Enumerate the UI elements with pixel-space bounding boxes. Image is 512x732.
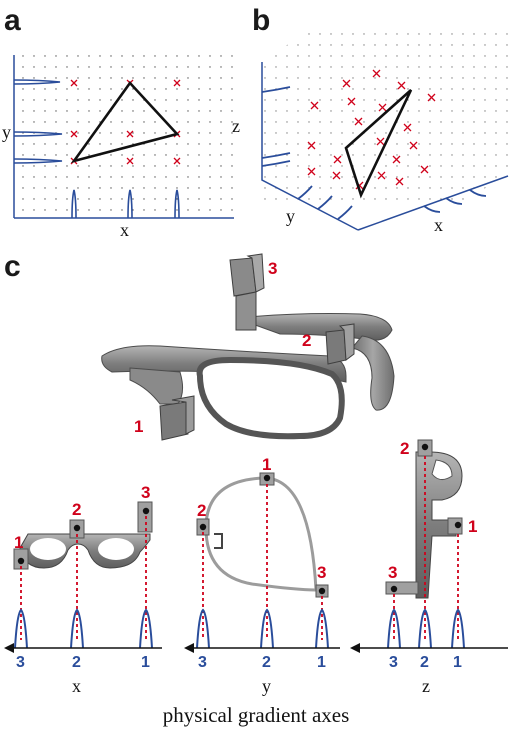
front-dot-1 [17,557,25,565]
proj-z-marker-label: 1 [468,517,477,536]
panel-b-x-axis [357,175,509,231]
proj-z-tick: 3 [389,654,398,671]
panel-a-x-peak [174,189,180,219]
proj-z-dashed-lines [393,456,459,640]
panel-letter-b: b [252,4,270,37]
projection-z: 2 1 3 3 2 1 z [350,439,508,696]
projection-x: 1 2 3 3 2 1 x [4,483,162,696]
panel-a-x-peak [71,189,77,219]
side-dot-3 [390,585,398,593]
proj-x-dashed-lines [20,516,147,640]
top-dot-3 [318,587,326,595]
top-dot-1 [263,474,271,482]
panel-b-z-peak [261,86,291,93]
panel-a-plot: x y [2,55,234,240]
proj-y-axis-arrow [184,643,194,653]
panel-b-xlabel: x [434,215,443,235]
proj-x-marker-label: 3 [141,483,150,502]
panel-a-y-peak [13,131,63,137]
panel-a-grid [14,55,234,218]
top-view-frame-lower [204,527,317,592]
panel-letter-a: a [4,4,21,37]
glasses-3d-marker-2-label: 2 [302,331,311,350]
top-dot-2 [199,523,207,531]
panel-b-triangle [344,89,413,199]
proj-z-axis-label: z [422,676,430,696]
panel-b-grid [262,28,508,206]
panel-b-z-peak [261,160,291,167]
panel-b-axes [261,62,359,231]
panel-b-ylabel: y [286,206,295,226]
front-dot-2 [73,524,81,532]
proj-y-dashed-lines [202,484,323,640]
panel-a-triangle [70,80,180,164]
proj-z-tick: 1 [453,654,462,671]
proj-x-marker-label: 1 [14,533,23,552]
glasses-marker-3-post [229,253,265,331]
side-dot-2 [421,443,429,451]
panel-letter-c: c [4,250,21,283]
panel-a-ylabel: y [2,122,11,142]
proj-z-marker-label: 3 [388,563,397,582]
proj-z-axis-arrow [350,643,360,653]
proj-x-tick: 2 [72,654,81,671]
panel-b-y-peak [297,185,313,200]
proj-z-marker-label: 2 [400,439,409,458]
proj-x-tick: 1 [141,654,150,671]
glasses-3d-marker-3-label: 3 [268,259,277,278]
proj-y-marker-label: 3 [317,563,326,582]
proj-z-peaks [387,608,465,649]
glasses-marker-2-block [325,323,355,365]
top-view-bridge [214,533,223,549]
side-view-foot [385,581,419,595]
panel-b-crosses [307,69,436,190]
front-dot-3 [142,507,150,515]
proj-y-tick: 2 [262,654,271,671]
figure-caption: physical gradient axes [163,703,350,727]
glasses-temple-arm [235,313,393,341]
front-view-lens-right [98,538,134,560]
glasses-3d-marker-1-label: 1 [134,417,143,436]
proj-x-tick: 3 [16,654,25,671]
proj-y-marker-label: 2 [197,501,206,520]
front-marker-3 [137,501,153,533]
panel-a-y-peak [13,79,61,85]
panel-b-x-peak [469,189,487,197]
panel-a-crosses [70,79,181,165]
proj-y-tick: 3 [198,654,207,671]
side-view-hook [431,459,453,480]
glasses-lens-rim [196,356,345,440]
proj-x-peaks [14,608,153,649]
panel-b-z-peak [261,152,291,159]
glasses-ear-hook [351,335,395,411]
panel-b-x-peak [423,205,441,213]
proj-y-peaks [196,608,329,649]
panel-b-y-peak [337,205,353,220]
proj-z-tick: 2 [420,654,429,671]
proj-x-marker-label: 2 [72,500,81,519]
glasses-marker-1-block [159,395,195,441]
proj-x-axis-arrow [4,643,14,653]
panel-b-x-peak [445,197,463,205]
panel-a-y-peak [13,158,63,164]
front-view-lens-left [30,538,66,560]
panel-b-plot: x y z [232,28,509,235]
proj-y-marker-label: 1 [262,455,271,474]
panel-b-zlabel: z [232,116,240,136]
proj-y-axis-label: y [262,676,271,696]
panel-a-x-peak [127,189,133,219]
side-dot-1 [454,521,462,529]
glasses-3d-illustration: 1 2 3 [101,253,395,441]
proj-x-axis-label: x [72,676,81,696]
projection-y: 2 1 3 3 2 1 y [184,455,340,696]
panel-a-xlabel: x [120,220,129,240]
glasses-bridge [129,367,184,405]
proj-y-tick: 1 [317,654,326,671]
panel-b-y-peak [317,195,333,210]
